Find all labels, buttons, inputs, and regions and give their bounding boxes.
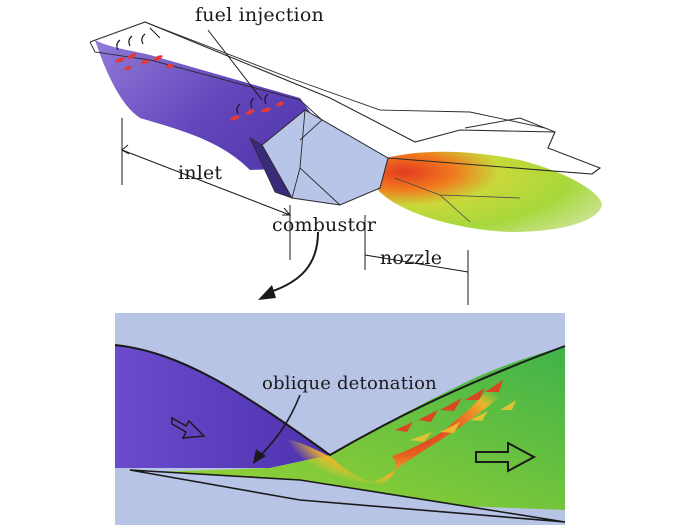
flow-arrow-out: [475, 441, 537, 473]
oblique-detonation-leader: [257, 394, 301, 459]
callout-arrow-head: [258, 285, 276, 300]
combustor-label: combustor: [272, 214, 377, 236]
nozzle-label: nozzle: [380, 247, 443, 269]
detonation-streaks: [395, 380, 503, 432]
detonation-panel: [114, 313, 566, 525]
yellow-streaks: [410, 400, 516, 442]
fuel-injector-marks: [116, 33, 269, 115]
callout-arrow: [269, 231, 319, 293]
airframe-fin: [464, 117, 556, 133]
fuel-injection-leader: [149, 27, 263, 101]
dimension-marks: [121, 118, 469, 305]
inlet-label: inlet: [178, 162, 223, 184]
nozzle-plume: [378, 151, 602, 232]
inlet-ramp-edge: [89, 41, 323, 141]
oblique-detonation-label: oblique detonation: [262, 373, 437, 394]
detonation-front: [285, 370, 520, 488]
fuel-spray-front: [115, 52, 174, 71]
combustor-inner-line: [291, 109, 341, 206]
upper-wall: [114, 344, 566, 457]
inlet-cowl: [249, 137, 293, 199]
oblique-detonation-leader-head: [253, 449, 266, 464]
aircraft-view: [89, 21, 602, 305]
fuel-injection-label: fuel injection: [195, 4, 324, 26]
airframe-outline: [89, 21, 602, 175]
airframe-top-edge: [144, 21, 546, 129]
lower-body: [129, 469, 566, 523]
airframe-wing-under: [394, 177, 521, 223]
fuel-spray-rear: [230, 101, 284, 121]
flow-arrow-in: [171, 416, 206, 439]
exhaust-region: [150, 346, 565, 510]
